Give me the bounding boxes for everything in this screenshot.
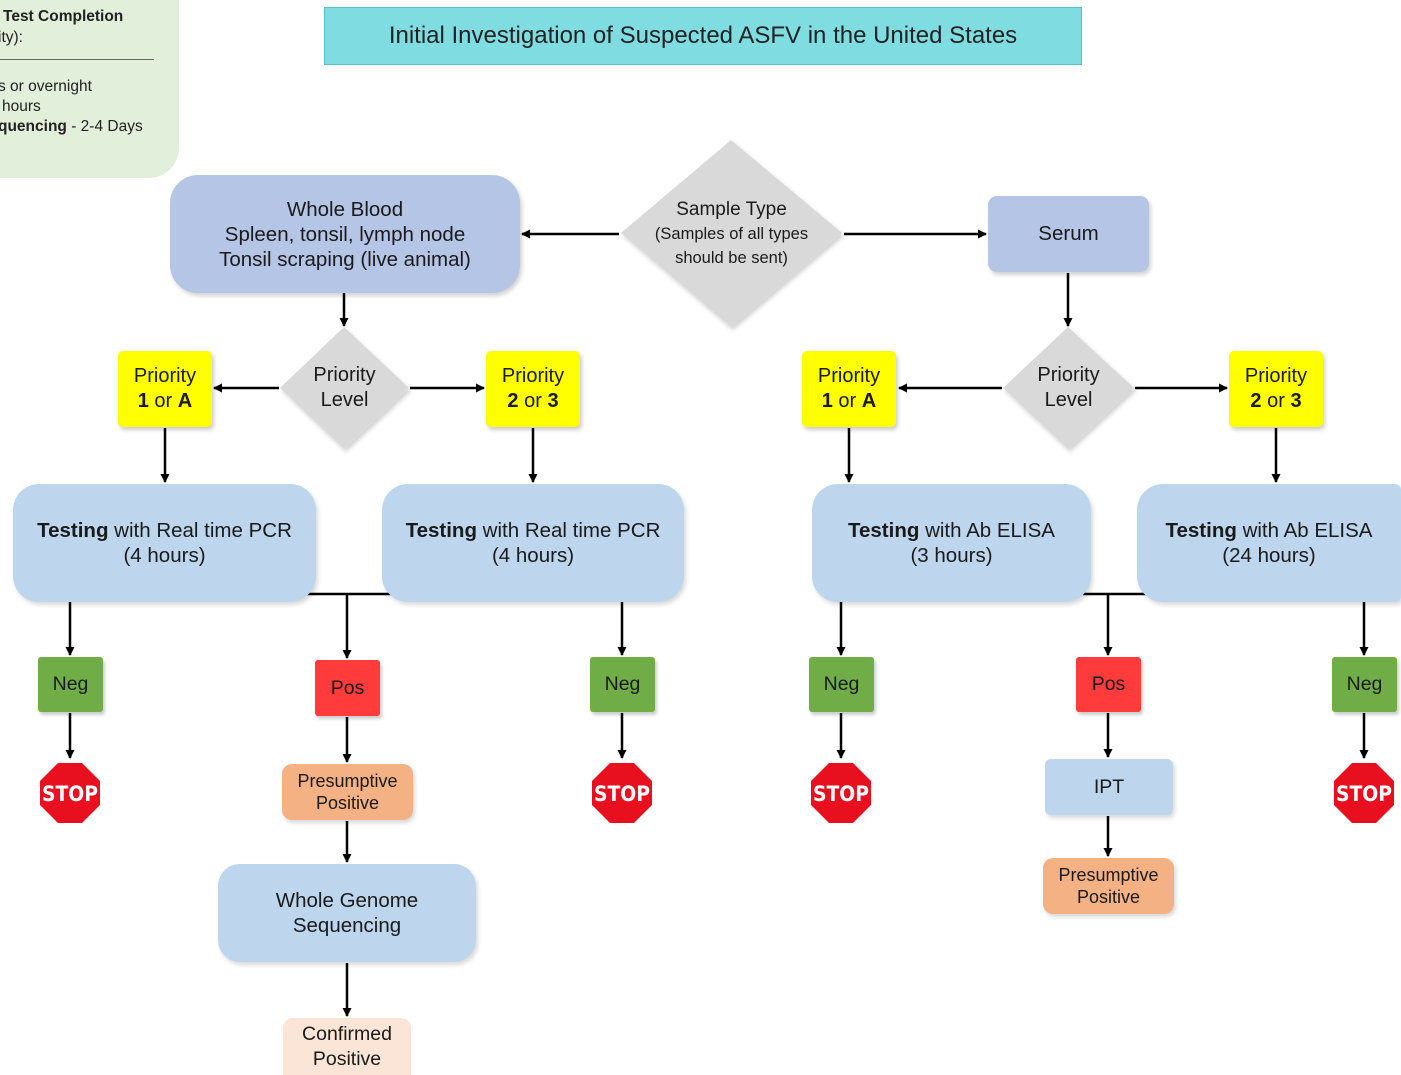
priority-2-or-3-left: Priority 2 or 3 xyxy=(486,351,580,427)
priority-level-label-left: Priority Level xyxy=(313,364,376,411)
stop-sign-4 xyxy=(1331,760,1397,826)
legend-heading: Test Completion xyxy=(3,8,124,25)
stop-label-1: STOP xyxy=(42,782,98,806)
testing-elisa-24h: Testing with Ab ELISA (24 hours) xyxy=(1137,484,1401,602)
legend-subheading: ity): xyxy=(0,29,23,46)
confirmed-positive-node: Confirmed Positive xyxy=(283,1018,411,1075)
priority-level-diamond-right xyxy=(1003,327,1134,449)
neg-result-2: Neg xyxy=(590,657,655,712)
sample-type-label: Sample Type (Samples of all types should… xyxy=(654,199,809,267)
pos-result-elisa: Pos xyxy=(1076,657,1141,712)
test-completion-legend: Test Completion ity): s or overnight hou… xyxy=(0,0,179,178)
stop-sign-3 xyxy=(808,760,874,826)
testing-elisa-3h: Testing with Ab ELISA (3 hours) xyxy=(812,484,1091,602)
testing-pcr-4h-left: Testing with Real time PCR (4 hours) xyxy=(13,484,316,602)
stop-label-4: STOP xyxy=(1336,782,1392,806)
neg-result-4: Neg xyxy=(1332,657,1397,712)
presumptive-positive-pcr: Presumptive Positive xyxy=(282,764,413,820)
priority-1-or-a-left: Priority 1 or A xyxy=(118,351,212,427)
priority-1-or-a-right: Priority 1 or A xyxy=(802,351,896,427)
legend-line-3: quencing - 2-4 Days xyxy=(0,118,143,135)
stop-sign-2 xyxy=(589,760,655,826)
priority-2-or-3-right: Priority 2 or 3 xyxy=(1229,351,1323,427)
stop-label-2: STOP xyxy=(594,782,650,806)
pos-result-pcr: Pos xyxy=(315,660,380,716)
neg-result-3: Neg xyxy=(809,657,874,712)
stop-sign-1 xyxy=(37,760,103,826)
page-title: Initial Investigation of Suspected ASFV … xyxy=(324,7,1082,65)
neg-result-1: Neg xyxy=(38,657,103,712)
testing-pcr-4h-right: Testing with Real time PCR (4 hours) xyxy=(382,484,684,602)
serum-node: Serum xyxy=(988,196,1149,272)
presumptive-positive-elisa: Presumptive Positive xyxy=(1043,858,1174,914)
stop-label-3: STOP xyxy=(813,782,869,806)
legend-line-1: s or overnight xyxy=(0,78,92,95)
whole-genome-sequencing-node: Whole Genome Sequencing xyxy=(218,864,476,962)
legend-line-2: hours xyxy=(2,98,41,115)
sample-type-diamond xyxy=(621,140,842,327)
priority-level-label-right: Priority Level xyxy=(1037,364,1100,411)
priority-level-diamond-left xyxy=(280,327,409,449)
whole-blood-node: Whole Blood Spleen, tonsil, lymph node T… xyxy=(170,175,520,293)
ipt-node: IPT xyxy=(1045,759,1173,815)
